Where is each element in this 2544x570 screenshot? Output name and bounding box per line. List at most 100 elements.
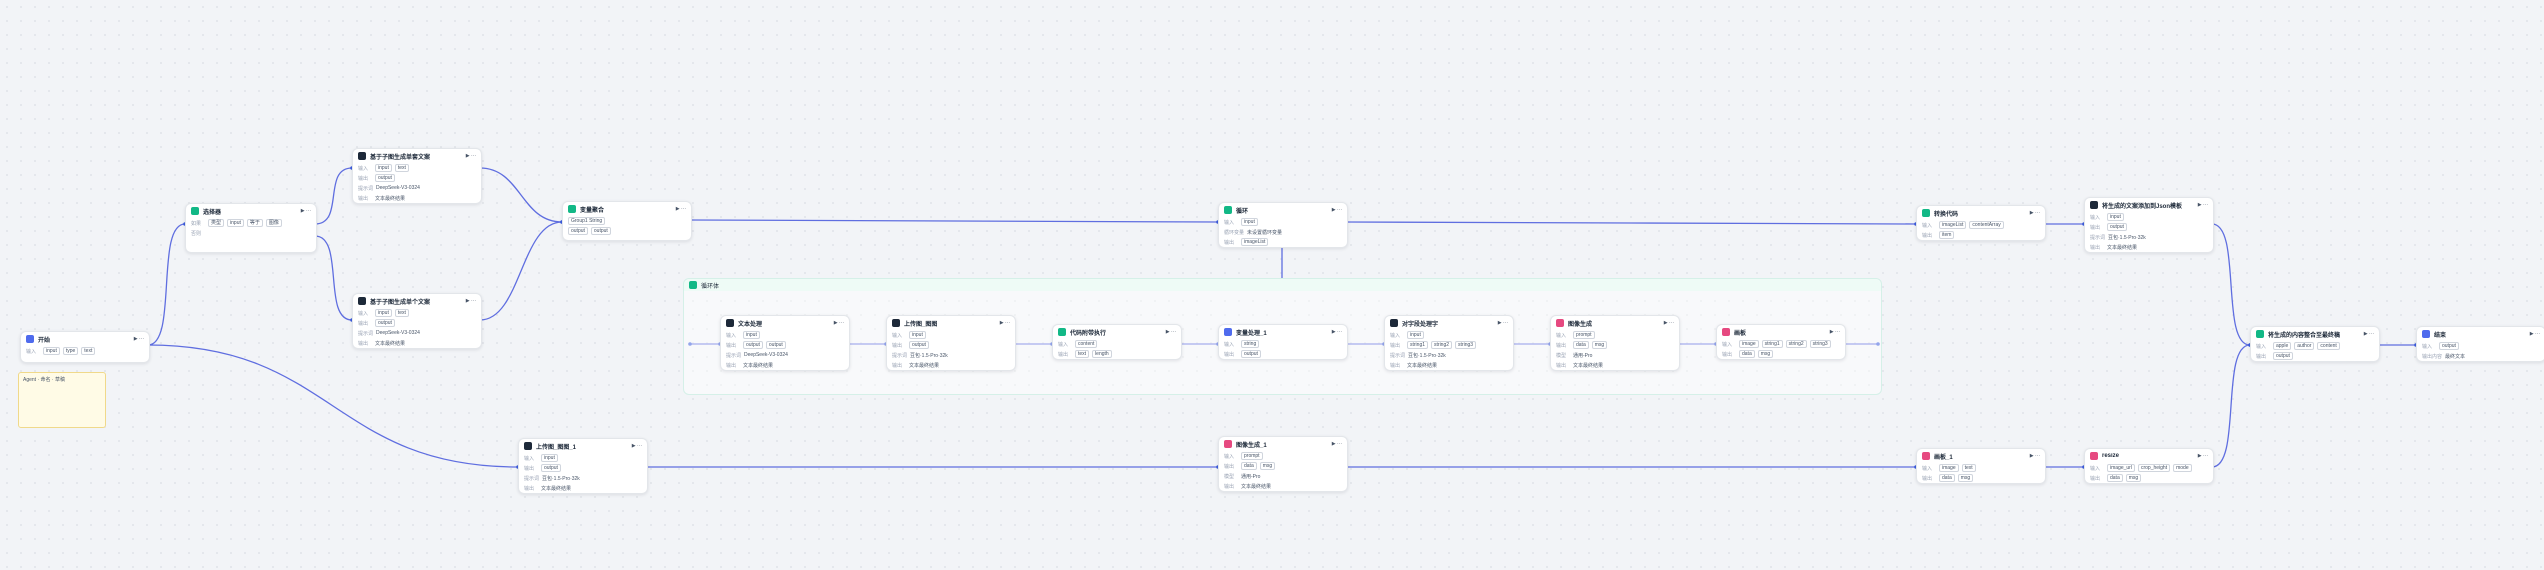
connection-edge[interactable] — [479, 167, 563, 223]
more-icon[interactable]: ··· — [637, 443, 642, 449]
row-label: 否则 — [191, 230, 202, 237]
connection-edge[interactable] — [2211, 344, 2251, 468]
run-icon[interactable]: ▶ — [2363, 331, 2369, 337]
more-icon[interactable]: ··· — [471, 298, 476, 304]
node-type-icon — [1058, 328, 1066, 336]
row-label: 如果 — [191, 220, 202, 227]
node-actions: ▶ ··· — [1000, 320, 1010, 326]
edge-port[interactable] — [688, 342, 692, 346]
more-icon[interactable]: ··· — [306, 208, 311, 214]
connection-edge[interactable] — [2211, 223, 2251, 346]
variable-tag: image_url — [2107, 464, 2135, 472]
variable-tag: content — [1075, 340, 1098, 348]
node-actions: ▶ ··· — [676, 206, 686, 212]
run-icon[interactable]: ▶ — [675, 206, 681, 212]
more-icon[interactable]: ··· — [1835, 329, 1840, 335]
more-icon[interactable]: ··· — [139, 336, 144, 342]
node-actions: ▶ ··· — [2530, 331, 2540, 337]
run-icon[interactable]: ▶ — [2029, 210, 2035, 216]
more-icon[interactable]: ··· — [1669, 320, 1674, 326]
node-title: 结束 — [2434, 332, 2447, 339]
connection-edge[interactable] — [689, 219, 1219, 223]
node-header: 上传图_图图▶ ··· — [887, 316, 1015, 330]
run-icon[interactable]: ▶ — [465, 153, 471, 159]
connection-edge[interactable] — [1345, 221, 1917, 225]
row-label: 输入 — [1922, 222, 1933, 229]
run-icon[interactable]: ▶ — [1497, 320, 1503, 326]
node-actions: ▶ ··· — [1332, 329, 1342, 335]
run-icon[interactable]: ▶ — [2197, 202, 2203, 208]
run-icon[interactable]: ▶ — [2529, 331, 2535, 337]
run-icon[interactable]: ▶ — [1829, 329, 1835, 335]
more-icon[interactable]: ··· — [1337, 441, 1342, 447]
more-icon[interactable]: ··· — [839, 320, 844, 326]
run-icon[interactable]: ▶ — [1331, 441, 1337, 447]
row-label: 输出 — [1224, 483, 1235, 490]
node-actions: ▶ ··· — [134, 336, 144, 342]
more-icon[interactable]: ··· — [2535, 331, 2540, 337]
node-type-icon — [568, 205, 576, 213]
more-icon[interactable]: ··· — [681, 206, 686, 212]
variable-tag: data — [2107, 474, 2123, 482]
run-icon[interactable]: ▶ — [999, 320, 1005, 326]
more-icon[interactable]: ··· — [1337, 329, 1342, 335]
more-icon[interactable]: ··· — [1503, 320, 1508, 326]
run-icon[interactable]: ▶ — [1331, 329, 1337, 335]
connection-edge[interactable] — [314, 235, 353, 321]
run-icon[interactable]: ▶ — [133, 336, 139, 342]
variable-tag: imageList — [1939, 221, 1967, 229]
connection-edge[interactable] — [479, 221, 563, 321]
more-icon[interactable]: ··· — [2369, 331, 2374, 337]
run-icon[interactable]: ▶ — [1331, 207, 1337, 213]
run-icon[interactable]: ▶ — [833, 320, 839, 326]
connection-edge[interactable] — [147, 344, 519, 468]
edge-port[interactable] — [1876, 342, 1880, 346]
run-icon[interactable]: ▶ — [1663, 320, 1669, 326]
row-label: 输入 — [726, 332, 737, 339]
run-icon[interactable]: ▶ — [2197, 453, 2203, 459]
more-icon[interactable]: ··· — [2035, 453, 2040, 459]
run-icon[interactable]: ▶ — [465, 298, 471, 304]
more-icon[interactable]: ··· — [1005, 320, 1010, 326]
more-icon[interactable]: ··· — [1171, 329, 1176, 335]
run-icon[interactable]: ▶ — [2029, 453, 2035, 459]
node-row: 提示词豆包·1.5·Pro·32k — [1385, 350, 1513, 360]
sticky-note[interactable]: Agent · 命名 · 草稿 — [18, 372, 106, 428]
run-icon[interactable]: ▶ — [300, 208, 306, 214]
connection-edge[interactable] — [147, 223, 186, 346]
more-icon[interactable]: ··· — [2203, 202, 2208, 208]
run-icon[interactable]: ▶ — [631, 443, 637, 449]
more-icon[interactable]: ··· — [1337, 207, 1342, 213]
more-icon[interactable]: ··· — [2203, 453, 2208, 459]
more-icon[interactable]: ··· — [2035, 210, 2040, 216]
run-icon[interactable]: ▶ — [1165, 329, 1171, 335]
more-icon[interactable]: ··· — [471, 153, 476, 159]
connection-edge[interactable] — [314, 167, 353, 225]
